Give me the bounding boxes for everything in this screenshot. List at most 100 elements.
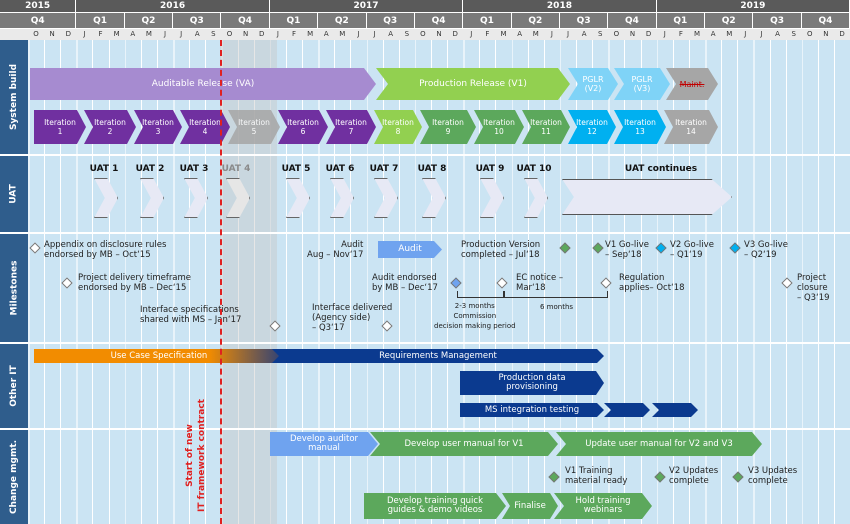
grid-line (140, 40, 142, 524)
grid-line (189, 40, 191, 524)
change-milestone-text: V3 Updates complete (748, 466, 798, 486)
grid-line (92, 40, 94, 524)
grid-line (463, 40, 465, 524)
user-manual-v1-arrow: Develop user manual for V1 (370, 432, 558, 456)
grid-line (511, 40, 514, 524)
uat-label: UAT 9 (475, 164, 505, 174)
grid-line (28, 40, 30, 524)
month-label: S (211, 30, 216, 38)
grid-line (76, 40, 78, 524)
month-label: J (550, 30, 553, 38)
month-label: M (145, 30, 152, 38)
ms-integration-arrow-2 (604, 403, 650, 417)
requirements-arrow: Requirements Management (272, 349, 604, 363)
grid-line (559, 40, 562, 524)
uat-label: UAT 5 (281, 164, 311, 174)
month-label: M (726, 30, 733, 38)
quarter-header: Q2 (318, 13, 366, 28)
month-label: A (130, 30, 136, 38)
iteration-8-arrow: Iteration 8 (374, 110, 422, 144)
grid-line (576, 40, 578, 524)
iteration-14-arrow: Iteration 14 (664, 110, 718, 144)
quarter-header: Q3 (559, 13, 608, 28)
milestone-text: Interface delivered (Agency side) – Q3‘1… (312, 303, 393, 333)
grid-line (834, 40, 835, 524)
month-label: J (744, 30, 747, 38)
grid-line (205, 40, 207, 524)
month-label: S (791, 30, 796, 38)
grid-line (318, 40, 320, 524)
month-label: J (357, 30, 360, 38)
grid-line (479, 40, 481, 524)
quarter-header: Q1 (656, 13, 705, 28)
grid-line (817, 40, 819, 524)
ms-integration-arrow-3 (652, 403, 698, 417)
month-label: A (775, 30, 780, 38)
grid-line (398, 40, 400, 524)
grid-line (302, 40, 304, 524)
milestone-text: V3 Go-live – Q2‘19 (744, 240, 788, 260)
uat-label: UAT 4 (221, 164, 251, 174)
grid-line (705, 40, 707, 524)
month-label: O (807, 30, 813, 38)
user-manual-v2v3-arrow: Update user manual for V2 and V3 (556, 432, 762, 456)
period-bracket (457, 291, 505, 298)
month-label: J (760, 30, 763, 38)
use-case-arrow: Use Case Specification (34, 349, 284, 363)
milestone-text: Project closure – Q3‘19 (797, 273, 830, 303)
month-label: A (323, 30, 329, 38)
quarter-header: Q2 (511, 13, 559, 28)
grid-line (753, 40, 755, 524)
month-label: A (710, 30, 716, 38)
change-milestone-text: V2 Updates complete (669, 466, 719, 486)
grid-line (366, 40, 369, 524)
grid-line (253, 40, 255, 524)
uat-label: UAT 6 (325, 164, 355, 174)
quarter-header: Q3 (753, 13, 801, 28)
lane-title: UAT (9, 184, 19, 204)
lane-separator (0, 342, 850, 344)
quarter-header: Q3 (173, 13, 221, 28)
month-label: O (33, 30, 39, 38)
grid-line (350, 40, 352, 524)
lane-label: System build (0, 40, 28, 154)
month-label: A (388, 30, 394, 38)
quarter-header: Q1 (76, 13, 124, 28)
training-guides-arrow: Develop training quick guides & demo vid… (364, 493, 506, 519)
milestone-text: Interface specifications shared with MS … (140, 305, 242, 325)
grid-line (156, 40, 158, 524)
contract-start-label: Start of new IT framework contract (185, 399, 207, 512)
quarter-header: Q4 (414, 13, 463, 28)
lane-title: Change mgmt. (9, 439, 19, 515)
grid-line (527, 40, 529, 524)
auditor-manual-arrow: Develop auditor manual (270, 432, 378, 456)
webinars-arrow: Hold training webinars (554, 493, 652, 519)
uat-continues-chevron (562, 179, 732, 215)
milestone-text: 2-3 months Commission decision making pe… (434, 302, 516, 330)
grid-line (173, 40, 175, 524)
month-label: J (566, 30, 570, 38)
grid-line (624, 40, 626, 524)
quarter-header: Q4 (221, 13, 269, 28)
grid-line (431, 40, 432, 524)
year-header: 2016 (76, 0, 269, 12)
milestone-text: V1 Go-live – Sep‘18 (605, 240, 649, 260)
grid-line (640, 40, 642, 524)
month-label: M (500, 30, 507, 38)
grid-line (688, 40, 690, 524)
milestone-text: Production Version completed – Jul‘18 (461, 240, 541, 260)
month-label: M (339, 30, 346, 38)
month-label: J (470, 30, 473, 38)
month-label: F (98, 30, 103, 38)
month-label: A (517, 30, 523, 38)
grid-line (124, 40, 127, 524)
release-va-arrow: Auditable Release (VA) (30, 68, 376, 100)
month-label: S (598, 30, 603, 38)
uat-label: UAT 2 (135, 164, 165, 174)
grid-line (672, 40, 674, 524)
grid-line (414, 40, 417, 524)
contract-start-line (220, 40, 222, 524)
month-label: F (485, 30, 490, 38)
grid-line (382, 40, 384, 524)
grid-line (334, 40, 336, 524)
